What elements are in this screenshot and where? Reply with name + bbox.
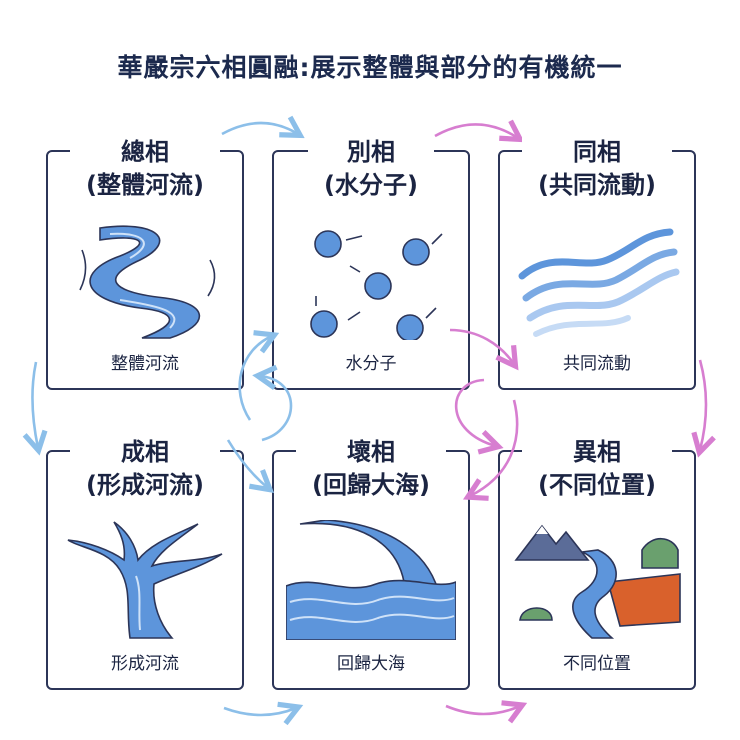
panel-integration-aspect: 成相 (形成河流) 形成河流 xyxy=(46,436,244,690)
panel-subtitle: (共同流動) xyxy=(530,169,664,202)
panel-caption: 水分子 xyxy=(345,354,397,374)
river-tributaries-illustration xyxy=(67,521,223,639)
panel-name: 壞相 xyxy=(339,436,403,469)
panel-identity-aspect: 同相 (共同流動) 共同流動 xyxy=(498,136,696,390)
panel-name: 別相 xyxy=(339,136,403,169)
panel-particular-aspect: 別相 (水分子) 水分子 xyxy=(272,136,470,390)
panel-difference-aspect: 異相 (不同位置) 不同位置 xyxy=(498,436,696,690)
panel-disintegration-aspect: 壞相 (回歸大海) 回歸大海 xyxy=(272,436,470,690)
arrow-bottom-right xyxy=(445,706,520,714)
arrow-left-down xyxy=(32,361,38,448)
river-illustration xyxy=(79,225,216,339)
panel-name: 異相 xyxy=(565,436,629,469)
panel-name: 總相 xyxy=(113,136,177,169)
panel-subtitle: (水分子) xyxy=(316,169,426,202)
arrow-bottom-left xyxy=(223,708,296,715)
arrow-top-left xyxy=(221,123,298,134)
shared-flow-illustration xyxy=(518,228,680,337)
panel-subtitle: (回歸大海) xyxy=(304,469,438,502)
arrow-right-down xyxy=(700,359,706,450)
water-molecules-illustration xyxy=(310,230,443,340)
panel-subtitle: (整體河流) xyxy=(78,169,212,202)
panel-caption: 整體河流 xyxy=(111,354,179,374)
panel-caption: 共同流動 xyxy=(563,354,631,374)
landscape-positions-illustration xyxy=(514,524,681,639)
panel-name: 成相 xyxy=(113,436,177,469)
panel-caption: 不同位置 xyxy=(563,654,631,674)
panel-name: 同相 xyxy=(565,136,629,169)
arrow-center-blue-up xyxy=(238,336,272,421)
diagram-title: 華嚴宗六相圓融:展示整體與部分的有機統一 xyxy=(117,53,623,82)
panel-subtitle: (不同位置) xyxy=(530,469,664,502)
panel-total-aspect: 總相 (整體河流) 整體河流 xyxy=(46,136,244,390)
panel-caption: 回歸大海 xyxy=(337,654,405,674)
river-into-sea-illustration xyxy=(286,520,456,640)
panel-subtitle: (形成河流) xyxy=(78,469,212,502)
panel-caption: 形成河流 xyxy=(111,654,179,674)
